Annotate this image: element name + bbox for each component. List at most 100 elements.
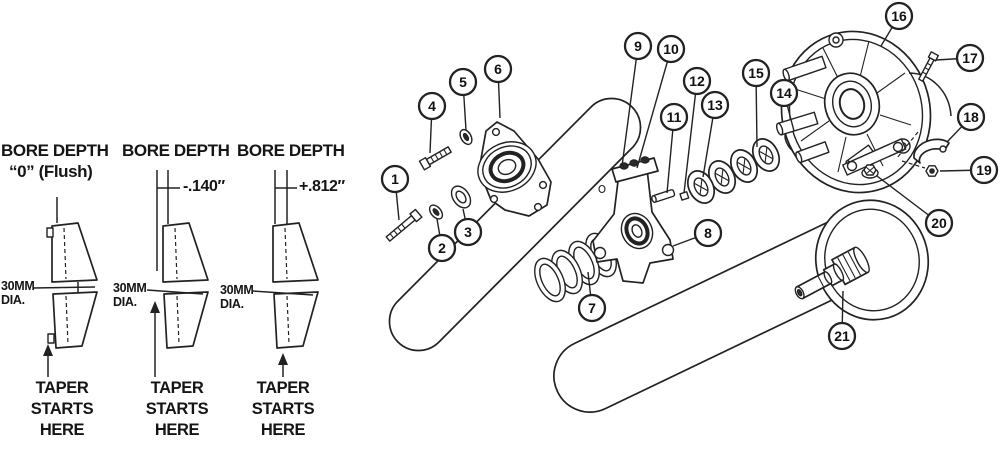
nut-part-20	[861, 164, 879, 179]
nut-part-19	[925, 165, 939, 177]
callout-number-19: 19	[976, 162, 992, 178]
callout-bubble-11	[659, 102, 689, 132]
clamp-part-18	[913, 138, 950, 164]
cover-plate-part-6	[477, 121, 552, 217]
callout-bubble-15	[741, 58, 771, 88]
callout-3: 3	[453, 208, 483, 247]
sheave-shaft	[794, 246, 870, 300]
bore-depth-title-3: BORE DEPTH	[237, 141, 345, 160]
callout-leader-9	[621, 45, 639, 167]
bore-depth-measurement-3: +.812″	[299, 178, 345, 195]
callout-bubble-12	[682, 66, 712, 96]
roller-bracket-parts-9-10	[611, 156, 659, 183]
callout-leader-10	[636, 48, 672, 169]
callout-19: 19	[939, 155, 999, 185]
callout-20: 20	[876, 175, 954, 238]
taper-arrow-1	[43, 344, 53, 377]
callout-bubble-19	[969, 155, 999, 185]
bore-depth-title-1: BORE DEPTH	[1, 141, 109, 160]
callout-number-10: 10	[663, 41, 679, 57]
callout-leader-12	[683, 80, 698, 194]
cover-spokes	[794, 40, 912, 173]
callout-number-15: 15	[748, 65, 764, 81]
callout-number-4: 4	[428, 98, 436, 114]
callout-bubble-14	[769, 78, 799, 108]
callout-number-8: 8	[704, 225, 712, 241]
callout-bubble-17	[955, 43, 985, 73]
callout-number-3: 3	[464, 224, 472, 240]
cover-assembly-part-16	[775, 30, 932, 194]
callout-bubble-9	[623, 31, 653, 61]
callout-bubble-6	[483, 54, 513, 84]
callout-10: 10	[636, 34, 686, 169]
fixed-sheave-part-21	[794, 199, 930, 321]
washer-stack-parts-13-15	[686, 138, 781, 204]
spacer-part-12	[679, 191, 690, 201]
callout-number-9: 9	[634, 38, 642, 54]
callout-bubble-3	[453, 217, 483, 247]
callout-1: 1	[380, 164, 410, 221]
callout-bubble-18	[956, 102, 986, 132]
spider-part-8	[592, 168, 675, 284]
bore-depth-title-2: BORE DEPTH	[122, 141, 230, 160]
callout-number-11: 11	[667, 109, 682, 125]
callout-bubble-1	[380, 164, 410, 194]
callout-number-20: 20	[931, 215, 947, 231]
callout-number-17: 17	[962, 50, 978, 66]
washer-part-5	[459, 128, 473, 146]
bore-depth-figure-2	[146, 170, 209, 377]
bolt-part-17	[918, 51, 940, 82]
callout-13: 13	[700, 90, 730, 178]
callout-16: 16	[880, 1, 914, 47]
callout-number-21: 21	[834, 328, 850, 344]
callout-bubble-21	[827, 321, 857, 351]
callout-4: 4	[417, 91, 447, 154]
callout-number-16: 16	[891, 8, 907, 24]
taper-arrow-2	[150, 301, 160, 377]
taper-arrow-3	[278, 353, 288, 377]
callout-bubble-8	[693, 218, 723, 248]
callout-9: 9	[621, 31, 653, 167]
callout-number-5: 5	[459, 74, 467, 90]
callout-18: 18	[946, 102, 986, 143]
callout-number-1: 1	[391, 171, 399, 187]
callout-14: 14	[769, 78, 799, 132]
bore-depth-measurement-2: -.140″	[183, 178, 225, 195]
callout-15: 15	[741, 58, 771, 148]
callout-number-13: 13	[707, 97, 723, 113]
callout-number-14: 14	[776, 85, 792, 101]
callout-number-6: 6	[494, 61, 502, 77]
bolt-part-1	[385, 208, 423, 242]
callout-bubble-4	[417, 91, 447, 121]
upper-cylinder	[388, 97, 642, 352]
callout-21: 21	[827, 290, 857, 351]
callout-number-2: 2	[438, 240, 446, 256]
bearing-rings	[477, 141, 537, 193]
callout-bubble-16	[884, 1, 914, 31]
callout-2: 2	[427, 218, 457, 263]
pin-part-11	[651, 189, 676, 203]
backing-plate-arc	[908, 72, 952, 117]
bore-depth-figure-1	[32, 197, 98, 377]
bore-depth-subtitle-1: “0” (Flush)	[9, 162, 93, 181]
washer-part-3	[450, 185, 472, 209]
callout-number-7: 7	[588, 300, 596, 316]
callout-5: 5	[448, 67, 478, 131]
bore-depth-figure-3	[252, 170, 319, 377]
callout-number-12: 12	[689, 73, 705, 89]
alignment-dash-1	[896, 131, 919, 159]
callout-6: 6	[483, 54, 513, 119]
cover-hub	[823, 72, 881, 136]
callout-bubble-5	[448, 67, 478, 97]
callout-12: 12	[682, 66, 712, 194]
callout-bubble-10	[656, 34, 686, 64]
callout-number-18: 18	[963, 109, 979, 125]
